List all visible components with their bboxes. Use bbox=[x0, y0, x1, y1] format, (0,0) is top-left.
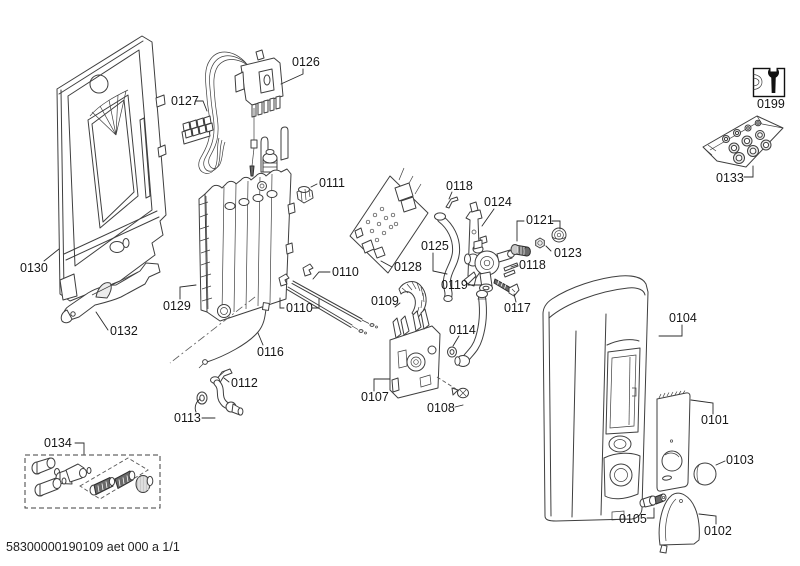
circuit-board-drawing bbox=[349, 167, 429, 274]
drain-screw-drawing bbox=[451, 387, 469, 399]
back-panel-drawing bbox=[56, 35, 167, 302]
terminal-block-drawing bbox=[181, 115, 214, 145]
manifold-block-drawing bbox=[389, 308, 457, 399]
flanged-nut-drawing bbox=[551, 227, 567, 243]
heater-block-drawing bbox=[198, 126, 296, 322]
inlet-hose-drawing bbox=[434, 212, 461, 302]
part-label-0121: 0121 bbox=[526, 213, 554, 227]
part-label-0103: 0103 bbox=[726, 453, 754, 467]
part-label-0132: 0132 bbox=[110, 324, 138, 338]
part-label-0116: 0116 bbox=[257, 345, 284, 359]
part-label-0123: 0123 bbox=[554, 246, 582, 260]
gasket-bag-drawing bbox=[702, 115, 784, 168]
knob-spindle-drawing bbox=[639, 493, 667, 508]
dome-cover-drawing bbox=[658, 492, 700, 554]
retaining-clip-top-drawing bbox=[445, 196, 459, 209]
part-label-0102: 0102 bbox=[704, 524, 732, 538]
part-label-0134: 0134 bbox=[44, 436, 72, 450]
part-label-0108: 0108 bbox=[427, 401, 455, 415]
part-label-0129: 0129 bbox=[163, 299, 191, 313]
part-label-0113: 0113 bbox=[174, 411, 201, 425]
part-label-0133: 0133 bbox=[716, 171, 744, 185]
part-label-0110-lower: 0110 bbox=[286, 301, 313, 315]
part-label-0105: 0105 bbox=[619, 512, 647, 526]
part-label-0101: 0101 bbox=[701, 413, 729, 427]
thermal-cutout-drawing bbox=[234, 49, 284, 177]
part-label-0104: 0104 bbox=[669, 311, 697, 325]
part-label-0124: 0124 bbox=[484, 195, 512, 209]
part-label-0112: 0112 bbox=[231, 376, 258, 390]
part-label-0111: 0111 bbox=[319, 176, 345, 190]
assembly-axis-line bbox=[169, 296, 256, 364]
wrench-icon bbox=[752, 65, 786, 98]
part-label-0119: 0119 bbox=[441, 278, 468, 292]
sensor-rods-drawing bbox=[278, 263, 378, 335]
part-label-0199: 0199 bbox=[757, 97, 785, 111]
part-label-0114: 0114 bbox=[449, 323, 476, 337]
bottom-bracket-drawing bbox=[60, 262, 161, 324]
part-label-0109: 0109 bbox=[371, 294, 399, 308]
part-label-0126: 0126 bbox=[292, 55, 320, 69]
part-labels: 0130 0132 0129 0127 0126 0111 0110 0110 … bbox=[20, 55, 785, 538]
connection-set-drawing bbox=[24, 454, 161, 509]
document-reference-number: 58300000190109 aet 000 a 1/1 bbox=[6, 540, 180, 554]
front-panel-drawing bbox=[656, 390, 691, 492]
screw-with-clip-drawing bbox=[493, 278, 520, 297]
part-label-0118-top: 0118 bbox=[446, 179, 473, 193]
part-label-0125: 0125 bbox=[421, 239, 449, 253]
part-label-0127: 0127 bbox=[171, 94, 199, 108]
part-label-0130: 0130 bbox=[20, 261, 48, 275]
small-nut-drawing bbox=[535, 237, 545, 249]
part-label-0118-side: 0118 bbox=[519, 258, 546, 272]
leader-lines bbox=[43, 68, 754, 525]
outlet-pipe-drawing bbox=[196, 376, 244, 416]
control-knob-drawing bbox=[693, 462, 717, 486]
capillary-tube-drawing bbox=[198, 302, 270, 369]
wire-harness-drawing bbox=[198, 51, 253, 174]
part-label-0117: 0117 bbox=[504, 301, 531, 315]
part-label-0128: 0128 bbox=[394, 260, 422, 274]
adapter-sleeve-drawing bbox=[510, 244, 531, 257]
outlet-hose-drawing bbox=[447, 289, 488, 367]
part-label-0107: 0107 bbox=[361, 390, 389, 404]
part-label-0110-upper: 0110 bbox=[332, 265, 359, 279]
plug-cap-drawing bbox=[296, 186, 314, 204]
housing-cover-drawing bbox=[542, 275, 649, 522]
